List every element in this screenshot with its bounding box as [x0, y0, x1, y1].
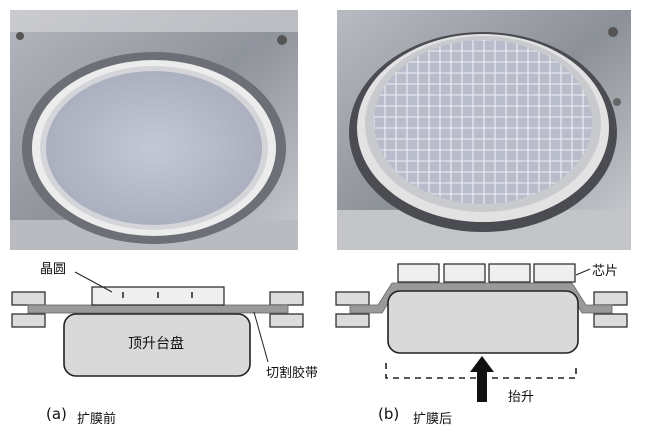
chip-leader: [575, 268, 591, 276]
lift-arrow: [470, 356, 494, 402]
caption-a-text: 扩膜前: [77, 412, 117, 427]
panel-b-schematic: [335, 263, 628, 402]
lift-platform: [63, 313, 251, 377]
photo-before-expansion: [10, 10, 298, 250]
raised-lift-platform: [387, 290, 579, 354]
frame-clamp-left-top: [11, 291, 46, 306]
photo-after-expansion: [337, 10, 631, 250]
caption-b-letter: (b): [378, 405, 400, 423]
frame-clamp-right-bottom: [269, 313, 304, 328]
tape-leader: [253, 311, 269, 363]
frame-clamp-right-bottom: [593, 313, 628, 328]
chip: [397, 263, 440, 283]
caption-a-letter: (a): [46, 405, 67, 423]
tape-label: 切割胶带: [266, 366, 319, 381]
dicing-tape: [27, 304, 289, 314]
frame-clamp-right-top: [593, 291, 628, 306]
chip: [443, 263, 486, 283]
wafer-leader: [74, 271, 113, 293]
wafer-label: 晶圆: [40, 262, 67, 277]
panel-a-schematic: [11, 271, 304, 377]
caption-b-text: 扩膜后: [413, 412, 453, 427]
frame-clamp-left-bottom: [11, 313, 46, 328]
chip: [488, 263, 531, 283]
lift-label: 抬升: [508, 390, 535, 405]
platform-label: 顶升台盘: [128, 336, 184, 352]
frame-clamp-left-top: [335, 291, 370, 306]
frame-clamp-left-bottom: [335, 313, 370, 328]
chip-label: 芯片: [592, 264, 619, 279]
frame-clamp-right-top: [269, 291, 304, 306]
chip: [533, 263, 576, 283]
